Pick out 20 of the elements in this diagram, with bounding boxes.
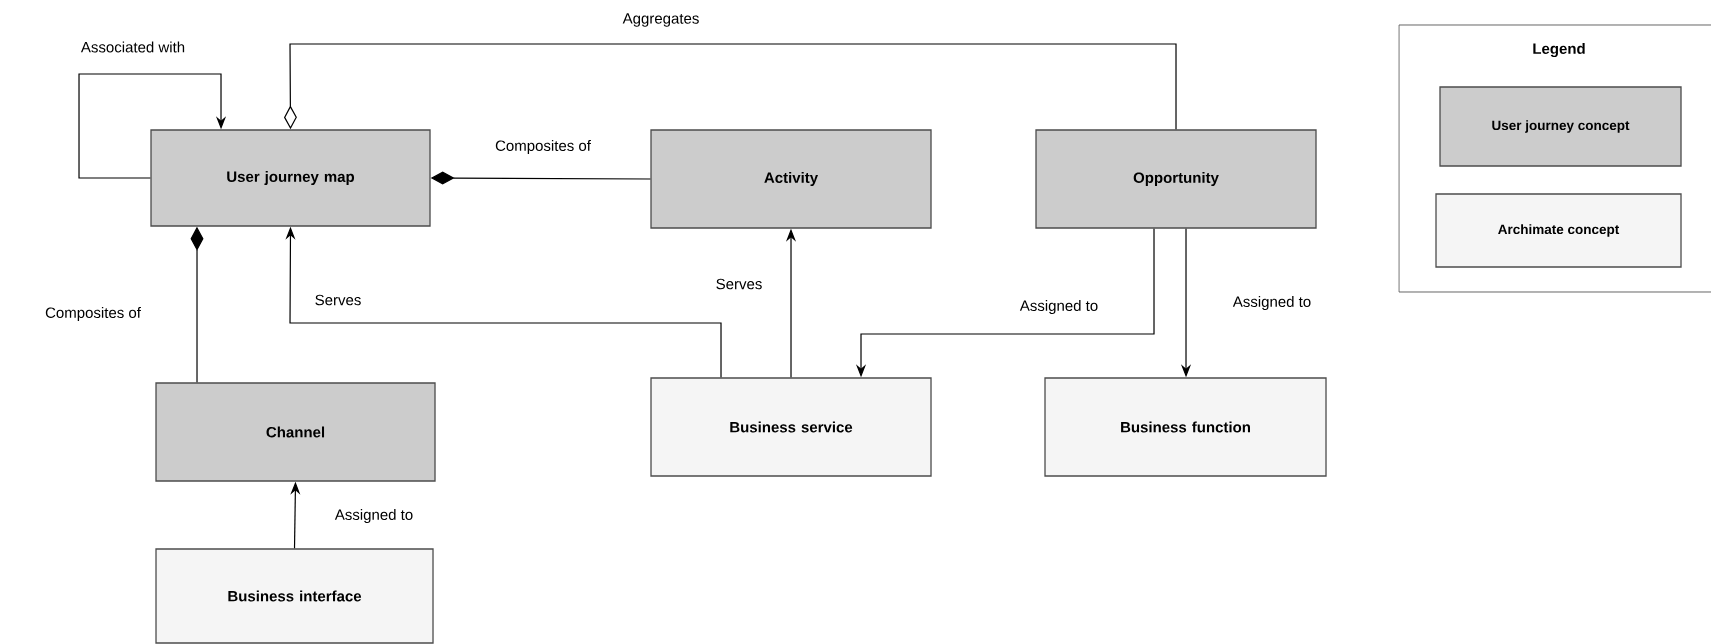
edge-label: Serves: [313, 293, 363, 307]
edge-label: Assigned to: [333, 508, 415, 524]
connector: [78, 73, 227, 179]
edge-label: Associated with: [79, 40, 187, 54]
edge-label: Assigned to: [1231, 295, 1313, 311]
edge-label: Aggregates: [621, 12, 701, 28]
concept-box: Channel: [155, 382, 436, 482]
legend-item: User journey concept: [1439, 86, 1682, 167]
concept-box: Activity: [650, 129, 932, 229]
legend-title: Legend: [1533, 42, 1585, 57]
concept-box: Business function: [1044, 377, 1327, 477]
legend-item: Archimate concept: [1435, 193, 1682, 268]
concept-box: User journey map: [150, 129, 431, 227]
edge-label: Composites of: [44, 306, 142, 322]
edge-label: Assigned to: [1018, 299, 1100, 315]
edge-label: Composites of: [494, 139, 592, 155]
concept-box: Opportunity: [1035, 129, 1317, 229]
edge-label: Serves: [714, 277, 764, 291]
concept-box: Business service: [650, 377, 932, 477]
concept-box: Business interface: [155, 548, 434, 644]
